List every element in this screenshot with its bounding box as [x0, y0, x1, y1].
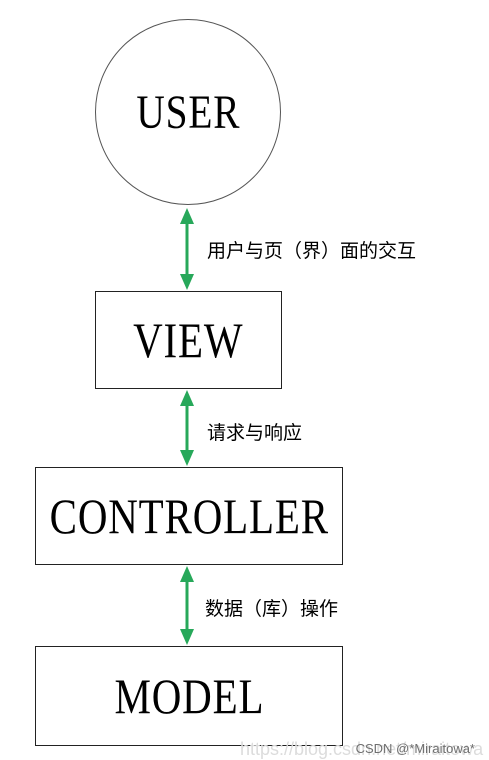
view-label: VIEW [133, 312, 244, 368]
model-node: MODEL [35, 646, 343, 746]
watermark-url: https://blog.csdn.net/miraitowa [240, 739, 484, 759]
edge-label-view-controller: 请求与响应 [207, 422, 303, 444]
model-label: MODEL [114, 668, 264, 724]
view-node: VIEW [95, 291, 282, 389]
edge-label-user-view: 用户与页（界）面的交互 [207, 240, 417, 262]
user-label: USER [136, 85, 240, 139]
controller-label: CONTROLLER [49, 488, 329, 544]
arrow-view-controller [180, 390, 194, 466]
arrow-user-view [180, 208, 194, 290]
user-node: USER [95, 19, 281, 205]
controller-node: CONTROLLER [35, 467, 343, 565]
edge-label-controller-model: 数据（库）操作 [205, 598, 339, 620]
arrow-controller-model [180, 566, 194, 645]
watermark: CSDN @*Miraitowa* [355, 741, 475, 756]
